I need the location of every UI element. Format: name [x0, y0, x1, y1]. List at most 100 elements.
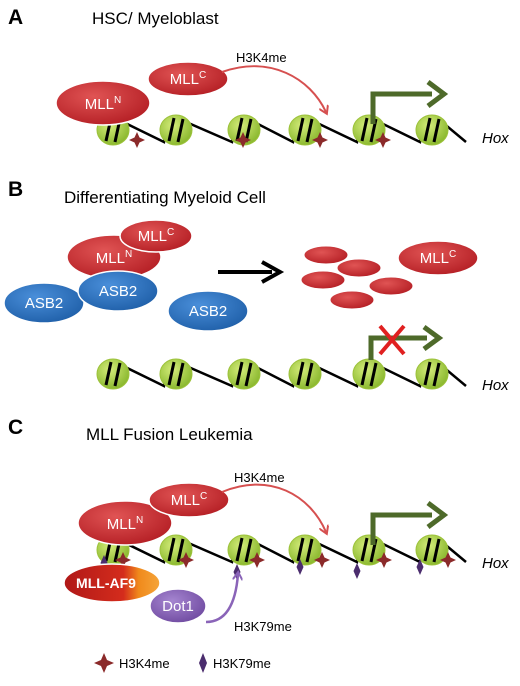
nucleosome: [352, 358, 386, 390]
dna-wrap: [360, 361, 369, 386]
h3k79-arrow: [205, 574, 238, 624]
h3k4me-mark-icon: [178, 552, 194, 568]
chromatin-fiber-b: [96, 358, 467, 390]
asb2-protein-2: [77, 270, 159, 312]
panel-a: A HSC/ Myeloblast MLLN MLLC H3K4me Hox: [8, 6, 509, 148]
mll-n-label-c: MLLN: [107, 515, 143, 533]
legend-h3k4me-label: H3K4me: [119, 656, 170, 671]
h3k79me-mark-icon: [416, 559, 424, 575]
mll-n-label-b: MLLN: [96, 249, 132, 267]
dna-strand: [104, 362, 467, 388]
asb2-label-2: ASB2: [99, 283, 137, 300]
h3k4me-mark-icon: [115, 552, 131, 568]
transcription-arrowhead-b: [422, 324, 444, 352]
methylation-arrow-c: [221, 483, 326, 532]
nucleosome: [227, 358, 261, 390]
h3k4me-star-icon: [94, 653, 114, 673]
dna-wrap: [305, 362, 314, 387]
mll-fragment: [329, 290, 375, 310]
nucleosome: [415, 534, 449, 566]
dna-wrap: [360, 537, 369, 562]
h3k4me-mark-icon: [312, 132, 328, 148]
dna-wrap: [176, 538, 185, 563]
mll-fragment: [303, 245, 349, 265]
panel-c-title: MLL Fusion Leukemia: [86, 425, 253, 444]
asb2-protein-3: [167, 290, 249, 332]
dna-wrap: [423, 361, 432, 386]
dna-wrap: [305, 118, 314, 143]
mll-c-protein-free: [397, 240, 479, 276]
transcription-arrowhead-c: [426, 501, 449, 529]
chromatin-fiber-c: [96, 534, 467, 580]
h3k79me-label-c: H3K79me: [234, 619, 292, 634]
panel-b-title: Differentiating Myeloid Cell: [64, 188, 266, 207]
dna-wrap: [296, 537, 305, 562]
mll-c-label-c: MLLC: [171, 491, 207, 509]
hox-label-a: Hox: [482, 130, 509, 147]
nucleosome: [288, 114, 322, 146]
mll-fragment: [336, 258, 382, 278]
transcription-arrow-c: [370, 512, 432, 545]
hox-label-c: Hox: [482, 555, 509, 572]
dna-wrap: [167, 117, 176, 142]
nucleosome: [159, 358, 193, 390]
dna-wrap: [167, 537, 176, 562]
dot1-label: Dot1: [162, 598, 194, 615]
h3k4me-mark-icon: [235, 132, 251, 148]
mll-c-label-free: MLLC: [420, 249, 456, 267]
mll-n-protein: [55, 80, 151, 126]
mll-n-protein-c: [77, 500, 173, 546]
dna-wrap: [296, 117, 305, 142]
panel-c: C MLL Fusion Leukemia MLLN MLLC H3K4me M…: [8, 416, 509, 634]
h3k4me-mark-icon: [440, 552, 456, 568]
panel-b-letter: B: [8, 178, 23, 201]
dna-wrap: [432, 538, 441, 563]
transcription-arrow-a: [370, 91, 432, 124]
h3k79me-mark-icon: [296, 559, 304, 575]
blocked-cross-icon: [378, 324, 406, 356]
mll-c-label: MLLC: [170, 70, 206, 88]
dna-wrap: [432, 118, 441, 143]
dna-wrap: [235, 537, 244, 562]
nucleosome: [352, 114, 386, 146]
h3k4me-mark-icon: [376, 552, 392, 568]
panel-a-title: HSC/ Myeloblast: [92, 9, 219, 28]
h3k4me-mark-icon: [129, 132, 145, 148]
dna-wrap: [235, 117, 244, 142]
dna-wrap: [244, 362, 253, 387]
dna-wrap: [423, 117, 432, 142]
dna-wrap: [235, 361, 244, 386]
asb2-label-1: ASB2: [25, 295, 63, 312]
mll-fragment: [300, 270, 346, 290]
dna-wrap: [176, 362, 185, 387]
dna-wrap: [104, 361, 113, 386]
panel-b: B Differentiating Myeloid Cell MLLN MLLC…: [3, 178, 509, 394]
mll-c-protein-c: [148, 482, 230, 518]
nucleosome: [415, 114, 449, 146]
dna-wrap: [244, 538, 253, 563]
chromatin-fiber-a: [96, 114, 467, 148]
panel-c-letter: C: [8, 416, 23, 439]
dna-wrap: [176, 118, 185, 143]
nucleosome: [288, 534, 322, 566]
h3k4me-label-c: H3K4me: [234, 470, 285, 485]
mll-c-protein: [147, 61, 229, 97]
h3k79me-mark-icon: [353, 563, 361, 579]
dna-wrap: [113, 362, 122, 387]
nucleosome: [227, 534, 261, 566]
methylation-arrow-a: [221, 65, 326, 112]
mll-c-protein-b: [119, 219, 193, 253]
mll-af9-fusion-protein: [63, 563, 161, 603]
asb2-label-3: ASB2: [189, 303, 227, 320]
legend-h3k79me-label: H3K79me: [213, 656, 271, 671]
nucleosome: [288, 358, 322, 390]
nucleosome: [96, 358, 130, 390]
nucleosome: [352, 534, 386, 566]
dna-wrap: [369, 362, 378, 387]
dna-wrap: [296, 361, 305, 386]
asb2-protein-1: [3, 282, 85, 324]
mll-af9-label: MLL-AF9: [76, 575, 136, 591]
dna-wrap: [423, 537, 432, 562]
